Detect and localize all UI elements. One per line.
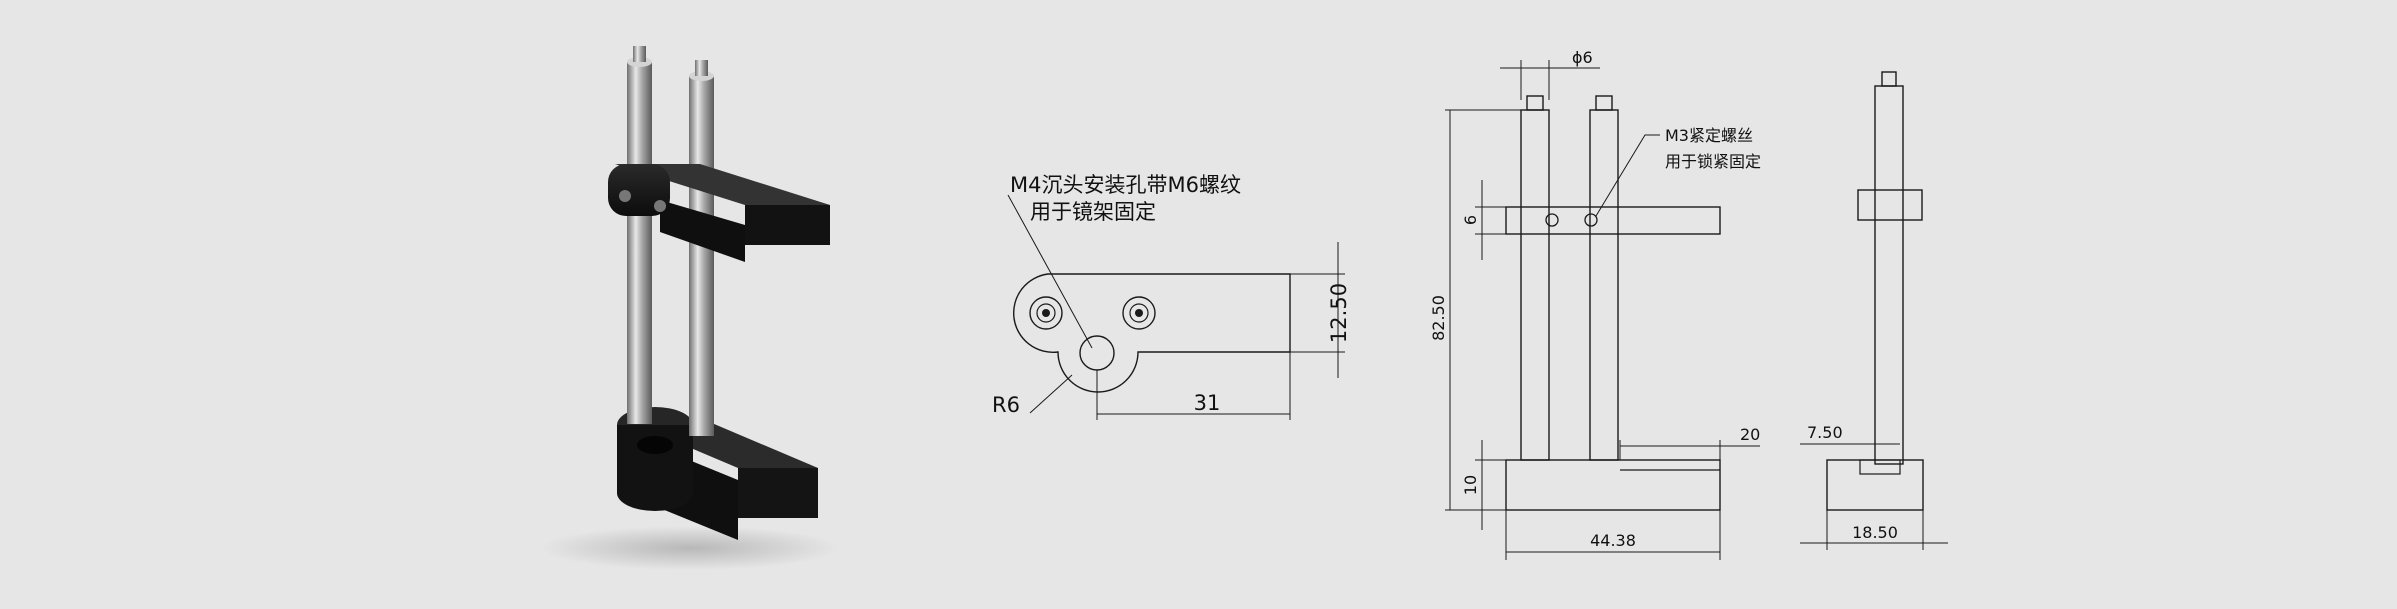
dim-side-width: 18.50 bbox=[1852, 523, 1898, 542]
side-clamp bbox=[1857, 189, 1923, 221]
dim-side-offset: 7.50 bbox=[1807, 423, 1843, 442]
front-rod-left bbox=[1520, 109, 1550, 461]
side-base bbox=[1826, 459, 1924, 511]
front-screw-1 bbox=[1545, 213, 1559, 227]
top-hole-2 bbox=[1122, 296, 1156, 330]
side-stud bbox=[1881, 71, 1897, 87]
note-leader bbox=[1007, 194, 1093, 349]
front-screw-2 bbox=[1584, 213, 1598, 227]
dim-front-height: 82.50 bbox=[1429, 295, 1448, 341]
clamp-arm-top bbox=[615, 164, 830, 205]
dim-front-slot: 20 bbox=[1740, 425, 1760, 444]
r6-leader bbox=[1029, 374, 1073, 414]
dim-front-clamp: 6 bbox=[1461, 215, 1480, 225]
dim-front-diameter: ϕ6 bbox=[1572, 48, 1593, 67]
top-note-line1: M4沉头安装孔带M6螺纹 bbox=[1010, 173, 1241, 197]
dim-top-width: 12.50 bbox=[1327, 283, 1351, 343]
top-note-line2: 用于镜架固定 bbox=[1030, 200, 1156, 224]
dim-front-length: 44.38 bbox=[1590, 531, 1636, 550]
render-shadow bbox=[540, 526, 840, 570]
render-3d bbox=[540, 46, 840, 570]
rod-right-stud bbox=[695, 60, 708, 76]
set-screw-1 bbox=[619, 190, 631, 202]
clamp-body bbox=[608, 164, 670, 216]
m3-leader bbox=[1595, 134, 1660, 217]
m3-note-line1: M3紧定螺丝 bbox=[1665, 126, 1753, 145]
base-round-bottom bbox=[617, 475, 693, 511]
front-clamp bbox=[1505, 206, 1721, 235]
clamp-arm-front bbox=[745, 205, 830, 245]
base-hole bbox=[637, 436, 673, 454]
dim-top-radius: R6 bbox=[992, 393, 1020, 417]
side-rod bbox=[1874, 85, 1904, 465]
rod-left-stud bbox=[633, 46, 646, 62]
base-block-front bbox=[738, 468, 818, 518]
side-view bbox=[1800, 71, 1948, 550]
top-counterbore bbox=[1079, 335, 1115, 371]
set-screw-2 bbox=[654, 200, 666, 212]
front-base bbox=[1505, 459, 1721, 511]
front-rod-right bbox=[1589, 109, 1619, 461]
clamp-arm-side bbox=[660, 200, 745, 262]
top-hole-2-center bbox=[1135, 309, 1143, 317]
top-hole-2-inner bbox=[1129, 303, 1149, 323]
top-hole-1-inner bbox=[1036, 303, 1056, 323]
rod-left bbox=[627, 62, 652, 424]
dim-top-length: 31 bbox=[1194, 391, 1221, 415]
m3-note-line2: 用于锁紧固定 bbox=[1665, 152, 1761, 171]
top-hole-1-center bbox=[1042, 309, 1050, 317]
dim-front-base: 10 bbox=[1461, 475, 1480, 495]
top-view bbox=[1007, 194, 1345, 420]
front-view bbox=[1445, 60, 1760, 560]
front-stud-left bbox=[1526, 95, 1544, 111]
front-stud-right bbox=[1595, 95, 1613, 111]
top-view-outline bbox=[1012, 273, 1291, 393]
rod-right bbox=[689, 76, 714, 436]
top-hole-1 bbox=[1029, 296, 1063, 330]
side-slot bbox=[1859, 459, 1901, 475]
